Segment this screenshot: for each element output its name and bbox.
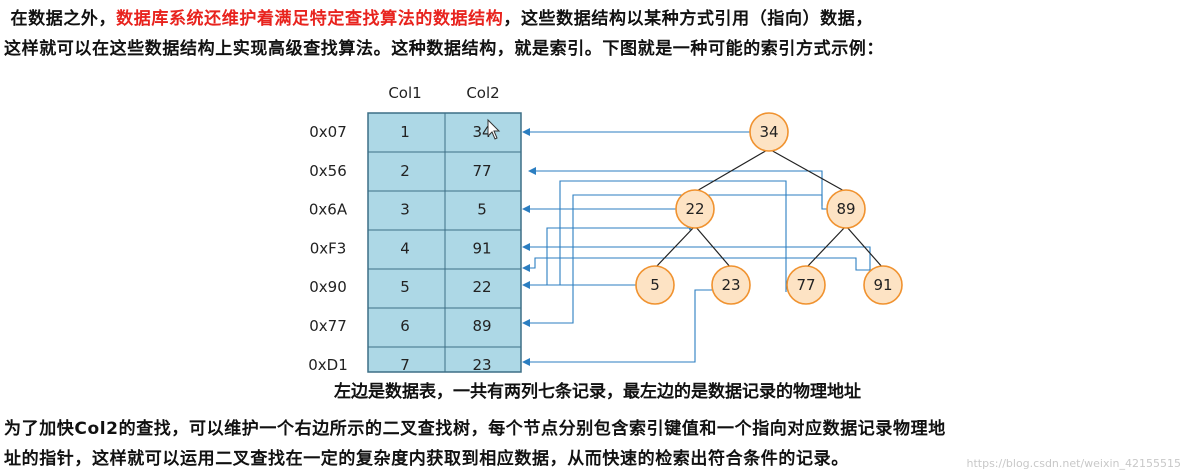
binary-search-tree: 34 22 89 5 23 77 91 — [635, 112, 903, 305]
tree-node-circle — [786, 265, 826, 305]
tree-node-89: 89 — [826, 189, 866, 229]
row-col2-value: 77 — [472, 162, 491, 180]
pointer-line — [528, 167, 823, 206]
tree-node-circle — [675, 189, 715, 229]
table-border — [367, 112, 522, 373]
tree-node-22: 22 — [675, 189, 715, 229]
pointer-line — [546, 223, 694, 286]
row-address: 0xD1 — [308, 356, 348, 374]
mouse-cursor-icon — [487, 118, 501, 140]
explain-paragraph: 为了加快Col2的查找，可以维护一个右边所示的二叉查找树，每个节点分别包含索引键… — [4, 414, 946, 474]
tree-node-key: 23 — [721, 276, 740, 294]
row-col1-value: 4 — [400, 239, 410, 257]
row-address: 0x90 — [309, 278, 347, 296]
tree-node-91: 91 — [863, 265, 903, 305]
row-address: 0x56 — [309, 162, 347, 180]
explain-line-1: 为了加快Col2的查找，可以维护一个右边所示的二叉查找树，每个节点分别包含索引键… — [4, 419, 946, 439]
pointer-line — [522, 289, 712, 366]
col1-header: Col1 — [388, 84, 421, 102]
data-table: Col1 Col2 0x07 1 34 0x56 2 77 0x6A 3 5 0xF3 4 91 0x90 5… — [308, 84, 522, 374]
table-cell-col2 — [444, 151, 522, 192]
row-address: 0xF3 — [310, 239, 347, 257]
pointer-lines — [522, 128, 884, 366]
tree-node-key: 5 — [650, 276, 660, 294]
tree-node-23: 23 — [711, 265, 751, 305]
table-cell-col1 — [367, 268, 446, 309]
row-col1-value: 2 — [400, 162, 410, 180]
tree-edge — [694, 225, 732, 269]
tree-node-key: 91 — [873, 276, 892, 294]
row-col1-value: 5 — [400, 278, 410, 296]
tree-edge — [768, 148, 847, 193]
tree-node-circle — [635, 265, 675, 305]
tree-edge — [805, 225, 847, 269]
table-cell-col2 — [444, 112, 522, 153]
pointer-line — [522, 257, 884, 304]
watermark: https://blog.csdn.net/weixin_42155515 — [966, 457, 1181, 470]
row-col2-value: 22 — [472, 278, 491, 296]
pointer-line — [522, 180, 787, 292]
tree-edge — [845, 225, 884, 269]
row-col1-value: 7 — [400, 356, 410, 374]
row-col1-value: 6 — [400, 317, 410, 335]
table-caption: 左边是数据表，一共有两列七条记录，最左边的是数据记录的物理地址 — [334, 382, 861, 402]
col2-header: Col2 — [466, 84, 499, 102]
tree-node-circle — [711, 265, 751, 305]
pointer-line — [522, 194, 828, 327]
tree-node-5: 5 — [635, 265, 675, 305]
intro-tail: ，这些数据结构以某种方式引用（指向）数据， — [503, 9, 873, 29]
intro-lead: 在数据之外， — [10, 9, 117, 29]
table-cell-col1 — [367, 346, 446, 373]
intro-paragraph: 在数据之外，数据库系统还维护着满足特定查找算法的数据结构，这些数据结构以某种方式… — [4, 4, 884, 64]
row-col1-value: 1 — [400, 123, 410, 141]
pointer-line — [522, 243, 871, 270]
row-col2-value: 5 — [477, 201, 487, 219]
tree-edge — [694, 148, 770, 193]
row-address: 0x6A — [309, 201, 348, 219]
explain-line-2: 址的指针，这样就可以运用二叉查找在一定的复杂度内获取到相应数据，从而快速的检索出… — [4, 449, 849, 469]
tree-node-77: 77 — [786, 265, 826, 305]
intro-highlight: 数据库系统还维护着满足特定查找算法的数据结构 — [116, 9, 504, 29]
intro-line-1: 在数据之外，数据库系统还维护着满足特定查找算法的数据结构，这些数据结构以某种方式… — [4, 4, 884, 34]
row-address: 0x77 — [309, 317, 347, 335]
tree-node-key: 77 — [796, 276, 815, 294]
tree-node-key: 89 — [836, 200, 855, 218]
row-col2-value: 23 — [472, 356, 491, 374]
tree-node-key: 34 — [759, 123, 778, 141]
tree-edges — [654, 148, 884, 269]
tree-node-circle — [749, 112, 789, 152]
row-col2-value: 91 — [472, 239, 491, 257]
row-col1-value: 3 — [400, 201, 410, 219]
row-col2-value: 89 — [472, 317, 491, 335]
intro-line-2: 这样就可以在这些数据结构上实现高级查找算法。这种数据结构，就是索引。下图就是一种… — [4, 39, 884, 59]
tree-node-34: 34 — [749, 112, 789, 152]
tree-node-key: 22 — [685, 200, 704, 218]
table-cell-col1 — [367, 307, 446, 348]
row-col2-value: 34 — [472, 123, 491, 141]
row-address: 0x07 — [309, 123, 347, 141]
table-cell-col2 — [444, 229, 522, 270]
table-cell-col2 — [444, 268, 522, 309]
tree-node-circle — [863, 265, 903, 305]
tree-node-circle — [826, 189, 866, 229]
tree-edge — [654, 225, 696, 269]
